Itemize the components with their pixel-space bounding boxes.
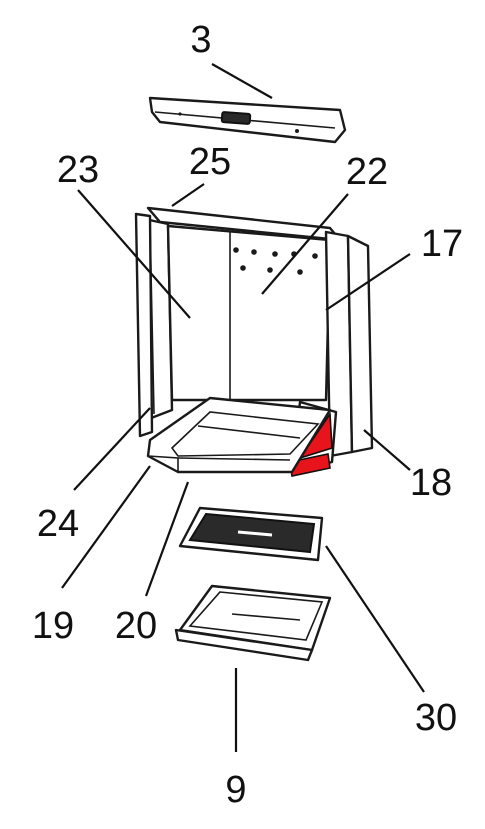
leader-3 bbox=[211, 63, 273, 99]
part-9-ash-pan[interactable] bbox=[174, 584, 332, 662]
leader-23 bbox=[77, 189, 191, 319]
leader-18 bbox=[363, 429, 411, 471]
part-17-right-wall[interactable] bbox=[324, 230, 374, 458]
leader-24 bbox=[73, 407, 151, 491]
label-19: 19 bbox=[32, 605, 74, 647]
callout-labels: 3 25 23 22 17 24 18 19 20 30 9 bbox=[32, 19, 463, 811]
leader-22 bbox=[261, 193, 349, 295]
part-30-grate[interactable] bbox=[178, 506, 324, 562]
label-17: 17 bbox=[421, 223, 463, 265]
leader-19 bbox=[61, 465, 151, 589]
part-19-20-floor-bricks[interactable] bbox=[146, 396, 332, 474]
label-9: 9 bbox=[225, 769, 246, 811]
label-23: 23 bbox=[57, 149, 99, 191]
leader-20 bbox=[144, 481, 190, 597]
label-22: 22 bbox=[346, 151, 388, 193]
label-30: 30 bbox=[415, 697, 457, 739]
label-3: 3 bbox=[190, 19, 211, 61]
leader-17 bbox=[325, 253, 411, 311]
part-22-rear-wall[interactable] bbox=[166, 224, 332, 402]
leader-25 bbox=[171, 183, 205, 207]
leader-lines bbox=[61, 63, 425, 752]
label-20: 20 bbox=[115, 605, 157, 647]
part-3-baffle-plate[interactable] bbox=[148, 96, 347, 144]
label-24: 24 bbox=[37, 503, 79, 545]
label-18: 18 bbox=[410, 462, 452, 504]
leader-30 bbox=[325, 545, 425, 693]
label-25: 25 bbox=[189, 141, 231, 183]
part-24-left-column[interactable] bbox=[134, 212, 154, 438]
